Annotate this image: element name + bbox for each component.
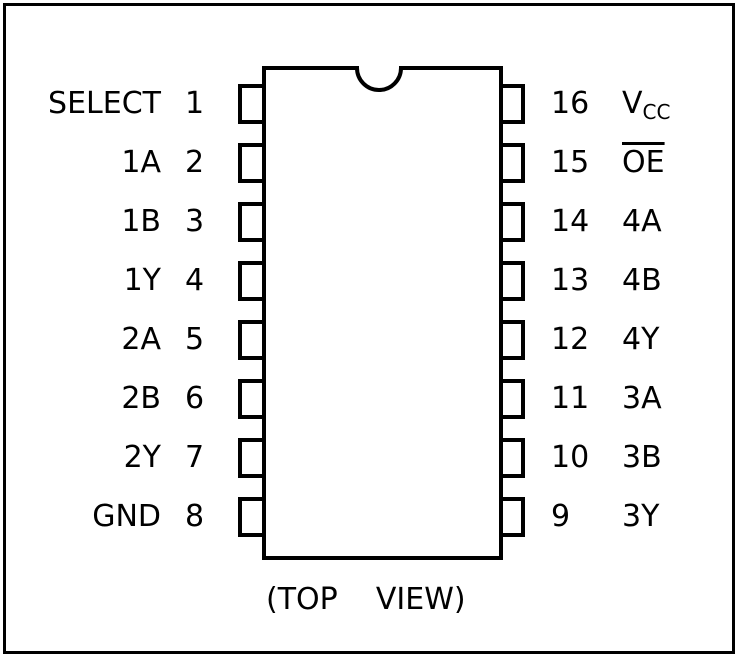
- pin-name-16-subscript: CC: [642, 100, 671, 124]
- pin-name-16: VCC: [622, 86, 732, 130]
- pin-6-lead: [238, 379, 264, 419]
- pin-number-4: 4: [185, 263, 205, 298]
- pin-9-lead: [501, 497, 525, 537]
- pin-number-5: 5: [185, 322, 205, 357]
- pin-name-2: 1A: [121, 145, 161, 180]
- pin-name-11: 3A: [622, 381, 662, 416]
- pin-name-9: 3Y: [622, 499, 660, 534]
- pin-number-2: 2: [185, 145, 205, 180]
- pin-name-4: 1Y: [123, 263, 161, 298]
- pin-3-lead: [238, 202, 264, 242]
- pin-10-lead: [501, 438, 525, 478]
- pin-number-6: 6: [185, 381, 205, 416]
- diagram-frame: [3, 3, 735, 654]
- pin-name-15: OE: [622, 145, 732, 181]
- pin-number-12: 12: [551, 322, 590, 357]
- pin-2-lead: [238, 143, 264, 183]
- pin-number-3: 3: [185, 204, 205, 239]
- pin-4-lead: [238, 261, 264, 301]
- pin-number-1: 1: [185, 86, 205, 121]
- pin-name-14: 4A: [622, 204, 662, 239]
- pin-11-lead: [501, 379, 525, 419]
- pin-14-lead: [501, 202, 525, 242]
- pin-name-12: 4Y: [622, 322, 660, 357]
- pin-name-6: 2B: [121, 381, 161, 416]
- pin-number-15: 15: [551, 145, 590, 180]
- pin-number-14: 14: [551, 204, 590, 239]
- pin-number-7: 7: [185, 440, 205, 475]
- chip-body: [262, 66, 503, 560]
- pin-name-15-overlined: OE: [622, 145, 665, 180]
- pin-number-8: 8: [185, 499, 205, 534]
- pin-13-lead: [501, 261, 525, 301]
- pin-1-lead: [238, 84, 264, 124]
- pin-name-5: 2A: [121, 322, 161, 357]
- pin-16-lead: [501, 84, 525, 124]
- pin-name-10: 3B: [622, 440, 662, 475]
- pin-name-13: 4B: [622, 263, 662, 298]
- pin-number-10: 10: [551, 440, 590, 475]
- pin-7-lead: [238, 438, 264, 478]
- view-caption: (TOP VIEW): [266, 582, 466, 617]
- pin-12-lead: [501, 320, 525, 360]
- pin-number-16: 16: [551, 86, 590, 121]
- pin-number-13: 13: [551, 263, 590, 298]
- pin-number-11: 11: [551, 381, 590, 416]
- pin-name-1: SELECT: [48, 86, 161, 121]
- pin-5-lead: [238, 320, 264, 360]
- pin-number-9: 9: [551, 499, 571, 534]
- pin-name-3: 1B: [121, 204, 161, 239]
- pin-name-7: 2Y: [123, 440, 161, 475]
- pin-name-16-main: V: [622, 86, 643, 121]
- pin-name-8: GND: [92, 499, 161, 534]
- pin-8-lead: [238, 497, 264, 537]
- pin-15-lead: [501, 143, 525, 183]
